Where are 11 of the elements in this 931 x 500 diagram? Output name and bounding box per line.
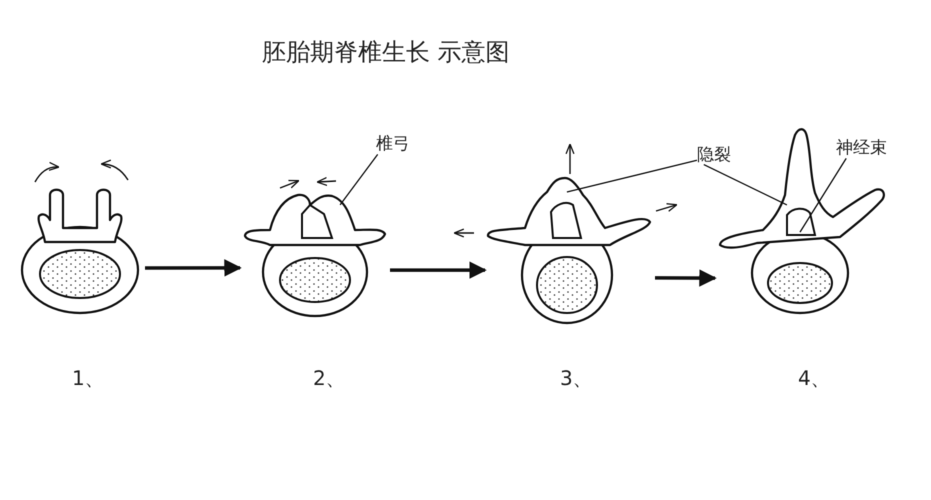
part-label: 椎弓 bbox=[376, 134, 410, 154]
part-label: 隐裂 bbox=[697, 145, 731, 166]
title: 胚胎期脊椎生长 示意图 bbox=[262, 38, 510, 67]
step-number: 3、 bbox=[560, 366, 593, 390]
part-label: 神经束 bbox=[836, 138, 887, 158]
step-number: 1、 bbox=[72, 366, 105, 390]
arrow bbox=[145, 259, 242, 277]
step-number: 2、 bbox=[313, 366, 346, 390]
step-number: 4、 bbox=[798, 366, 831, 390]
arrow bbox=[390, 261, 487, 279]
arrow bbox=[655, 269, 717, 287]
